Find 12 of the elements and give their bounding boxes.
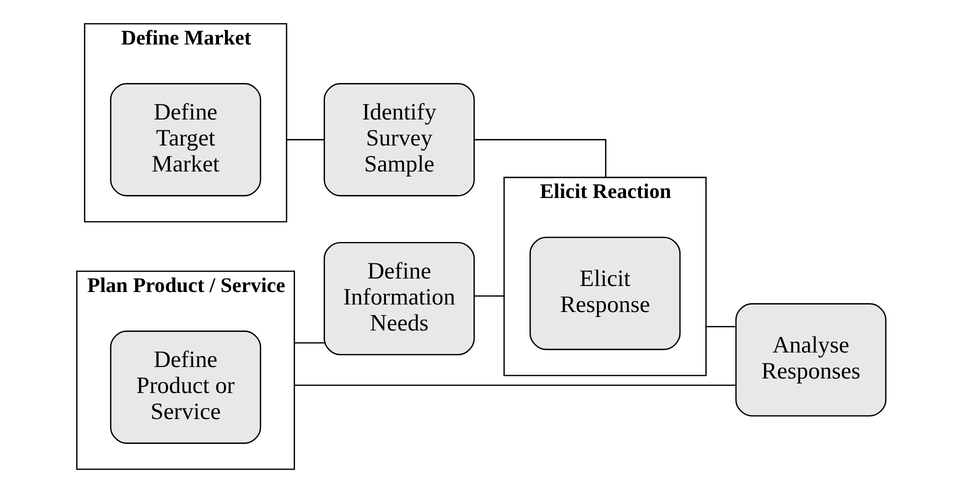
connector bbox=[286, 139, 324, 140]
node-box: Analyse Responses bbox=[735, 303, 886, 416]
connector bbox=[294, 342, 324, 344]
connector bbox=[706, 326, 736, 328]
node-box: Define Information Needs bbox=[324, 242, 475, 356]
connector bbox=[294, 384, 736, 386]
node-box: Elicit Response bbox=[530, 236, 681, 350]
node-box: Define Target Market bbox=[110, 83, 262, 196]
node-box: Define Product or Service bbox=[110, 330, 262, 444]
connector bbox=[474, 139, 606, 178]
connector bbox=[474, 295, 504, 297]
node-box: Identify Survey Sample bbox=[324, 83, 475, 196]
